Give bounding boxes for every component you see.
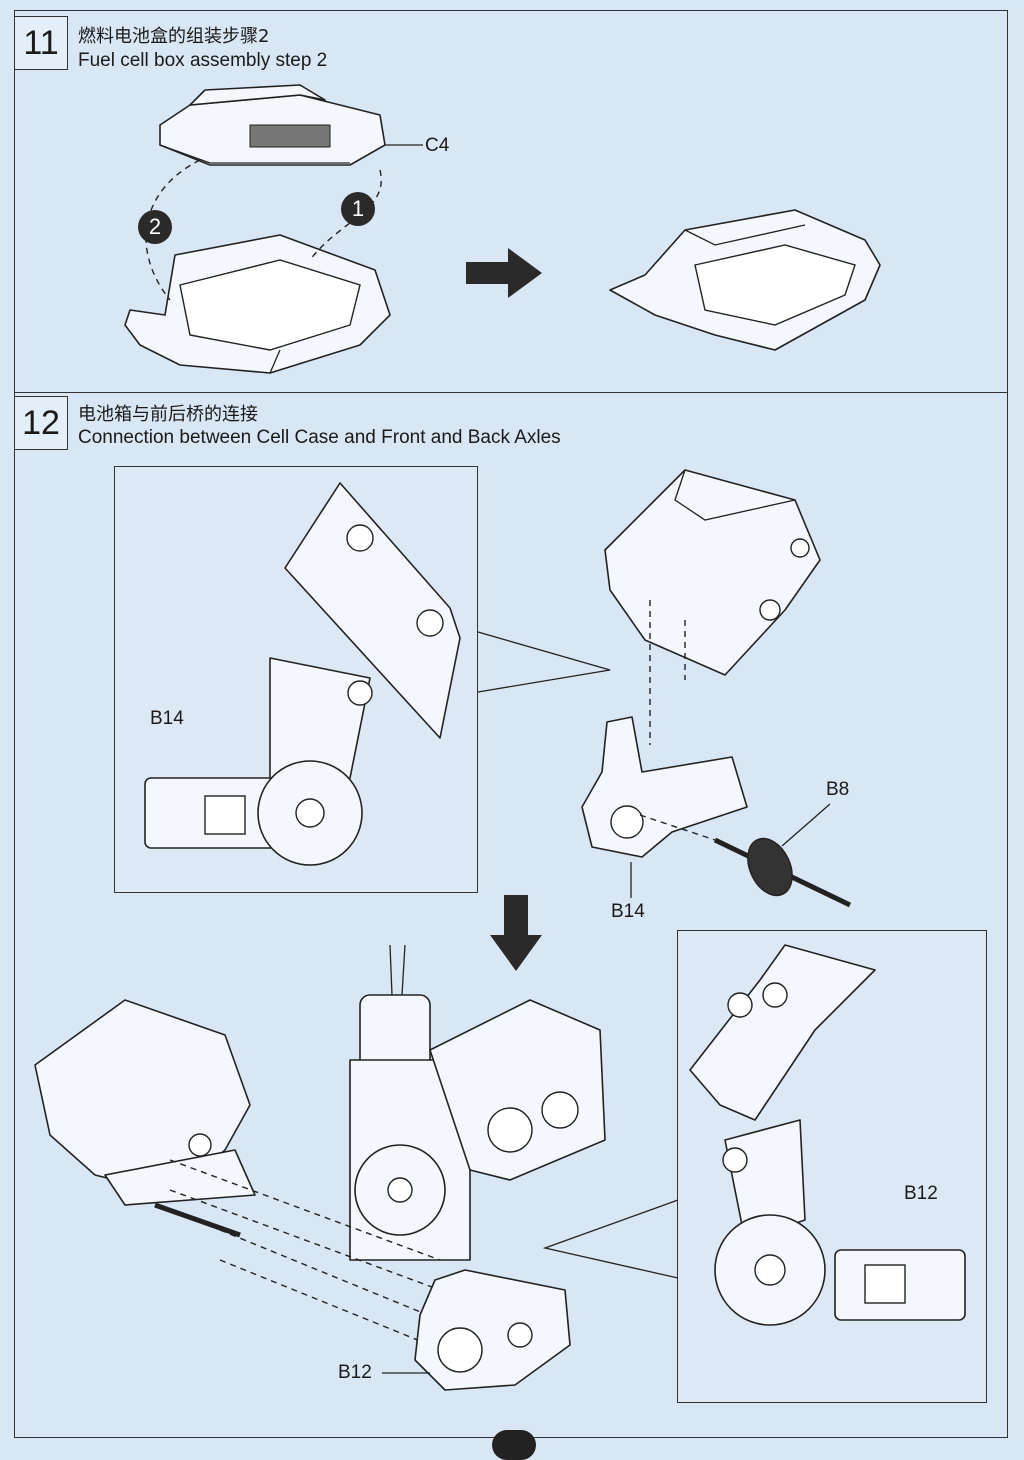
step-badge-2: 2 <box>138 210 172 244</box>
gearbox-b14-illustration <box>581 716 748 858</box>
step-11-base-illustration <box>124 234 391 374</box>
b14-detail-label: B14 <box>150 708 184 729</box>
cell-case-illustration <box>604 469 821 676</box>
page-number-badge <box>492 1430 536 1460</box>
step-11-title-zh: 燃料电池盒的组装步骤2 <box>78 26 270 47</box>
down-arrow-icon <box>490 895 542 971</box>
step-12-number: 12 <box>14 396 68 450</box>
b14-main-leader-line <box>630 862 632 898</box>
cell-case-bottom-illustration <box>34 999 256 1238</box>
cell-case-dash-lines <box>649 600 686 745</box>
step-badge-1: 1 <box>341 192 375 226</box>
detail-callout-lines-left <box>477 631 611 693</box>
step-12-title-en: Connection between Cell Case and Front a… <box>78 427 561 448</box>
detail-b12-illustration <box>689 944 966 1326</box>
detail-b14-illustration <box>144 482 461 866</box>
c4-leader-line <box>385 144 423 146</box>
step-12-title-zh: 电池箱与前后桥的连接 <box>78 404 258 425</box>
axle-dash-arrows <box>169 1159 441 1346</box>
step-11-assembled-illustration <box>609 209 881 351</box>
b12-main-label: B12 <box>338 1362 372 1383</box>
step-11-number: 11 <box>14 16 68 70</box>
b12-detail-label: B12 <box>904 1183 938 1204</box>
b12-main-leader-line <box>382 1372 430 1374</box>
axle-b8-illustration <box>639 814 852 908</box>
assembly-motion-arrows <box>145 159 382 301</box>
right-arrow-icon <box>466 248 542 298</box>
motor-chassis-illustration <box>349 944 606 1261</box>
step-11-title-en: Fuel cell box assembly step 2 <box>78 50 328 71</box>
gearbox-b12-illustration <box>414 1269 571 1391</box>
c4-label: C4 <box>425 135 450 156</box>
b8-label: B8 <box>826 779 850 800</box>
b14-main-label: B14 <box>611 901 645 922</box>
step-11-lid-illustration <box>159 84 386 166</box>
detail-callout-lines-right <box>542 1199 679 1279</box>
b8-leader-line <box>781 803 831 847</box>
step-divider <box>14 392 1008 393</box>
